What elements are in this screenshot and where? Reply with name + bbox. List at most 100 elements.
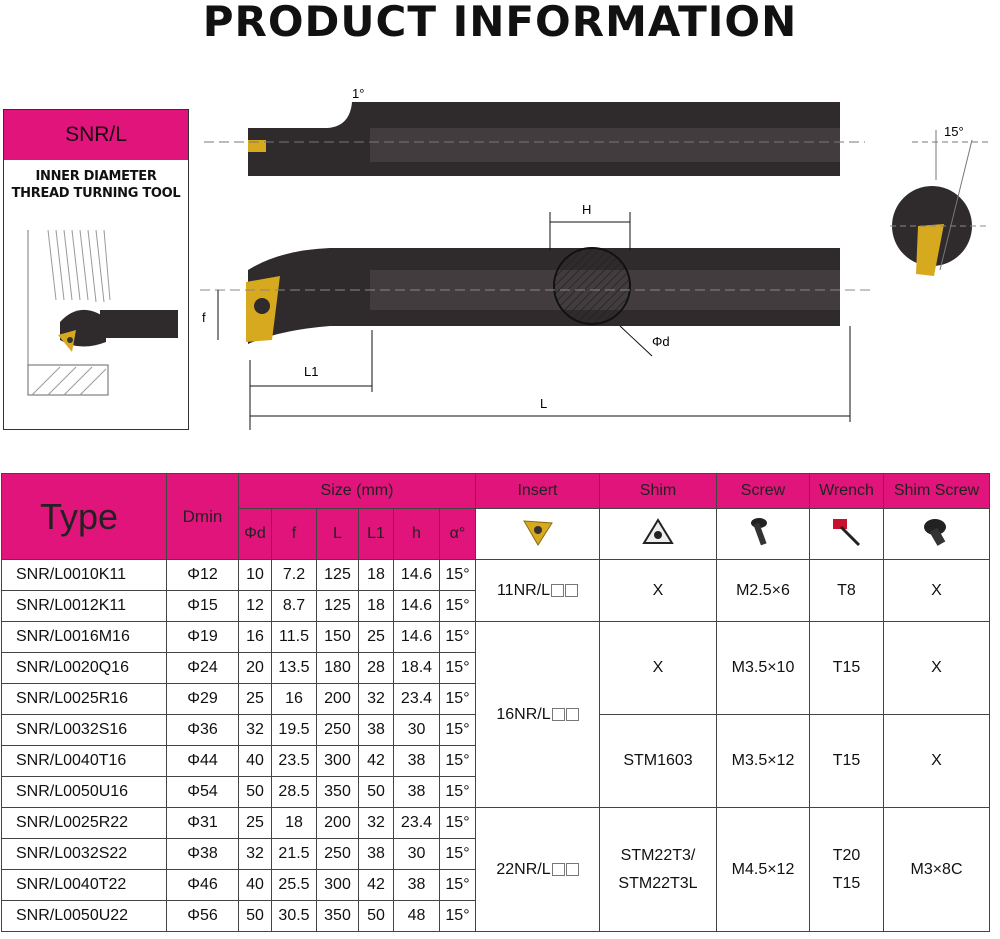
- row-l: 125: [316, 590, 359, 622]
- shim-screw-1: X: [883, 559, 990, 622]
- tool-description: INNER DIAMETER THREAD TURNING TOOL: [4, 160, 188, 202]
- row-alpha: 15°: [439, 590, 476, 622]
- row-h: 23.4: [393, 683, 440, 715]
- row-alpha: 15°: [439, 621, 476, 653]
- row-d: 12: [238, 590, 272, 622]
- h-label: H: [582, 202, 591, 217]
- row-dmin: Φ36: [166, 714, 239, 746]
- row-f: 8.7: [271, 590, 317, 622]
- row-l1: 38: [358, 714, 394, 746]
- row-l: 300: [316, 869, 359, 901]
- row-l: 250: [316, 714, 359, 746]
- row-d: 25: [238, 807, 272, 839]
- placeholder-box: [551, 707, 565, 721]
- placeholder-box: [565, 583, 579, 597]
- row-alpha: 15°: [439, 900, 476, 932]
- row-d: 10: [238, 559, 272, 591]
- row-l1: 32: [358, 807, 394, 839]
- insert-22: 22NR/L: [496, 860, 551, 878]
- tool-description-line2: THREAD TURNING TOOL: [11, 186, 181, 201]
- row-l: 200: [316, 807, 359, 839]
- wrench-3: T15: [809, 714, 884, 808]
- row-h: 30: [393, 714, 440, 746]
- wrench-4-line1: T20: [832, 846, 861, 864]
- row-dmin: Φ19: [166, 621, 239, 653]
- table-header-row-1: Type Dmin Size (mm) Insert Shim Screw Wr…: [1, 473, 990, 560]
- spec-table: Type Dmin Size (mm) Insert Shim Screw Wr…: [1, 473, 990, 932]
- insert-11: 11NR/L: [496, 581, 551, 599]
- table-row: SNR/L0025R22 Φ31 25 18 200 32 23.4 15° 2…: [1, 807, 990, 932]
- row-l: 125: [316, 559, 359, 591]
- table-row: SNR/L0016M16 Φ19 16 11.5 150 25 14.6 15°…: [1, 621, 990, 808]
- tool-technical-drawing: 1° 15° H f Φd L1 L: [200, 86, 990, 430]
- row-alpha: 15°: [439, 807, 476, 839]
- page-title: PRODUCT INFORMATION: [202, 0, 798, 46]
- wrench-2: T15: [809, 621, 884, 715]
- row-h: 14.6: [393, 590, 440, 622]
- row-h: 30: [393, 838, 440, 870]
- row-alpha: 15°: [439, 838, 476, 870]
- row-d: 25: [238, 683, 272, 715]
- row-dmin: Φ46: [166, 869, 239, 901]
- row-type: SNR/L0050U16: [1, 776, 167, 808]
- row-h: 38: [393, 776, 440, 808]
- insert-image: [475, 508, 600, 560]
- row-dmin: Φ54: [166, 776, 239, 808]
- col-wrench-header: Wrench: [809, 473, 884, 509]
- row-type: SNR/L0020Q16: [1, 652, 167, 684]
- shim-3: STM1603: [599, 714, 717, 808]
- row-d: 16: [238, 621, 272, 653]
- col-shim-header: Shim: [599, 473, 717, 509]
- row-l1: 42: [358, 869, 394, 901]
- col-f-header: f: [271, 508, 317, 560]
- tool-description-line1: INNER DIAMETER: [35, 169, 157, 184]
- insert-11-cell: 11NR/L: [475, 559, 600, 622]
- row-type: SNR/L0040T16: [1, 745, 167, 777]
- table-row: SNR/L0012K11 Φ15 12 8.7 125 18 14.6 15°: [1, 590, 990, 622]
- col-l-header: L: [316, 508, 359, 560]
- row-d: 50: [238, 776, 272, 808]
- shim-1: X: [599, 559, 717, 622]
- table-row: SNR/L0040T16 Φ44 40 23.5 300 42 38 15°: [1, 745, 990, 777]
- col-insert-header: Insert: [475, 473, 600, 509]
- shim-icon: [642, 517, 674, 544]
- main-view: H f Φd L1 L: [200, 202, 870, 430]
- row-f: 13.5: [271, 652, 317, 684]
- row-l: 150: [316, 621, 359, 653]
- table-header-row-2: Φd f L L1 h α°: [2, 508, 990, 560]
- col-shim-screw-header: Shim Screw: [883, 473, 990, 509]
- shim-screw-2: X: [883, 621, 990, 715]
- row-d: 50: [238, 900, 272, 932]
- row-h: 14.6: [393, 621, 440, 653]
- screw-image: [716, 508, 810, 560]
- col-l1-header: L1: [358, 508, 394, 560]
- row-l: 350: [316, 900, 359, 932]
- top-view: 1°: [204, 86, 865, 176]
- row-type: SNR/L0010K11: [1, 559, 167, 591]
- table-row: SNR/L0050U16 Φ54 50 28.5 350 50 38 15°: [1, 776, 990, 808]
- row-dmin: Φ56: [166, 900, 239, 932]
- row-l1: 25: [358, 621, 394, 653]
- col-size-header: Size (mm): [238, 473, 476, 509]
- shim-screw-4: M3×8C: [883, 807, 990, 932]
- row-l: 200: [316, 683, 359, 715]
- row-f: 25.5: [271, 869, 317, 901]
- row-f: 18: [271, 807, 317, 839]
- screw-icon: [751, 517, 767, 545]
- row-f: 16: [271, 683, 317, 715]
- wrench-image: [809, 508, 884, 560]
- row-type: SNR/L0032S22: [1, 838, 167, 870]
- row-dmin: Φ29: [166, 683, 239, 715]
- wrench-4: T20 T15: [809, 807, 884, 932]
- shim-screw-image: [883, 508, 990, 560]
- row-d: 32: [238, 714, 272, 746]
- row-alpha: 15°: [439, 869, 476, 901]
- row-dmin: Φ15: [166, 590, 239, 622]
- side-angle-label: 15°: [944, 124, 964, 139]
- col-dmin-header: Dmin: [166, 473, 239, 560]
- row-type: SNR/L0040T22: [1, 869, 167, 901]
- row-h: 14.6: [393, 559, 440, 591]
- row-l1: 28: [358, 652, 394, 684]
- row-f: 7.2: [271, 559, 317, 591]
- insert-22-cell: 22NR/L: [475, 807, 600, 932]
